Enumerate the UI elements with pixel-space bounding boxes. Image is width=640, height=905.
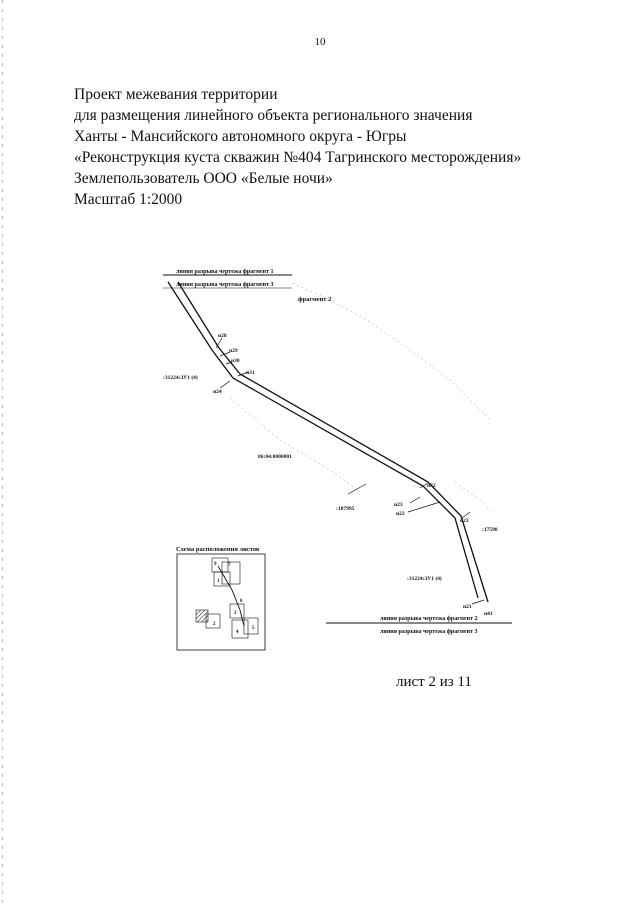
leader-n29 <box>219 351 231 357</box>
schema-sheet-7 <box>221 561 241 585</box>
schema-num-6: 6 <box>240 599 243 604</box>
point-labels: н28 н29 н30 н31 н24 н32 н23 н22 н23 н21 … <box>213 333 493 617</box>
schema-frame <box>176 553 266 651</box>
schema-num-5: 5 <box>252 626 255 631</box>
leader-n31 <box>237 371 249 377</box>
schema-num-1: 1 <box>217 579 220 584</box>
leader-n23a <box>409 496 421 504</box>
leader-n30 <box>225 361 233 365</box>
point-n28: н28 <box>218 333 227 339</box>
document-title: Проект межевания территории для размещен… <box>74 84 521 210</box>
point-n22: н22 <box>396 511 405 517</box>
corridor-boundary-right <box>177 281 489 603</box>
leader-n21 <box>471 599 485 605</box>
point-n23b: н23 <box>460 518 469 524</box>
sheet-counter: лист 2 из 11 <box>396 674 472 690</box>
title-line-3: Ханты - Мансийского автономного округа -… <box>74 128 407 145</box>
parcel-labels: :31224:ЗУ1 (4) 86:04:0000001 :187995 :17… <box>163 374 498 582</box>
title-line-5: Землепользователь ООО «Белые ночи» <box>74 170 333 187</box>
leader-n32 <box>419 482 429 489</box>
leader-lines <box>215 337 485 605</box>
parcel-187995: :187995 <box>336 506 355 512</box>
title-line-6: Масштаб 1:2000 <box>74 191 183 208</box>
schema-sheet-4 <box>231 619 249 639</box>
point-n31: н31 <box>246 370 255 376</box>
point-n21: н21 <box>463 604 472 610</box>
page-number: 10 <box>314 36 326 48</box>
schema-num-7: 7 <box>228 563 231 568</box>
faint-boundary-right <box>454 481 493 513</box>
schema-sheet-2 <box>205 613 221 629</box>
point-n30: н30 <box>231 358 240 364</box>
scan-edge <box>2 0 3 905</box>
point-n41: н41 <box>484 611 493 617</box>
leader-n22 <box>407 501 441 513</box>
faint-boundary-top <box>291 282 491 421</box>
leader-n24 <box>219 380 231 389</box>
schema-num-4: 4 <box>236 630 239 635</box>
break-line-bottom-1-label: линия разрыва чертежа фрагмент 2 <box>380 615 478 622</box>
schema-num-2: 2 <box>213 622 216 627</box>
leader-n23b <box>461 511 471 519</box>
fragment-label: фрагмент 2 <box>298 296 331 303</box>
point-n23a: н23 <box>394 502 403 508</box>
point-n32: н32 <box>427 483 436 489</box>
break-line-top-2-label: линия разрыва чертежа фрагмент 3 <box>176 281 274 288</box>
schema-num-3: 3 <box>234 611 237 616</box>
schema-num-9: 9 <box>214 562 217 567</box>
point-n29: н29 <box>229 348 238 354</box>
parcel-zu-top: :31224:ЗУ1 (4) <box>163 374 198 381</box>
faint-boundaries <box>229 282 493 513</box>
faint-boundary-mid <box>229 397 361 493</box>
corridor-boundary-left <box>167 281 479 599</box>
title-line-4: «Реконструкция куста скважин №404 Тагрин… <box>74 149 522 166</box>
cadastral-quarter: 86:04:0000001 <box>258 454 292 460</box>
schema-sheets <box>195 557 259 639</box>
schema-sheet-5 <box>243 617 259 635</box>
point-n24: н24 <box>213 389 222 395</box>
break-line-bottom-2-label: линия разрыва чертежа фрагмент 3 <box>380 628 478 635</box>
parcel-zu-bottom: :31224:ЗУ1 (4) <box>407 575 442 582</box>
schema-title: Схема расположения листов <box>176 546 260 553</box>
leader-parcel-187 <box>347 483 367 495</box>
schema-sheet-3 <box>229 603 245 619</box>
schema-sheet-numbers: 9 7 1 2 3 4 5 6 <box>213 562 255 635</box>
parcel-17598: :17598 <box>482 527 498 533</box>
leader-n28 <box>215 337 223 349</box>
title-line-2: для размещения линейного объекта региона… <box>74 107 473 124</box>
schema-route <box>217 565 245 627</box>
schema-sheet-hatched <box>195 609 209 623</box>
break-line-top-1-label: линия разрыва чертежа фрагмент 1 <box>176 268 274 275</box>
title-line-1: Проект межевания территории <box>74 86 278 103</box>
